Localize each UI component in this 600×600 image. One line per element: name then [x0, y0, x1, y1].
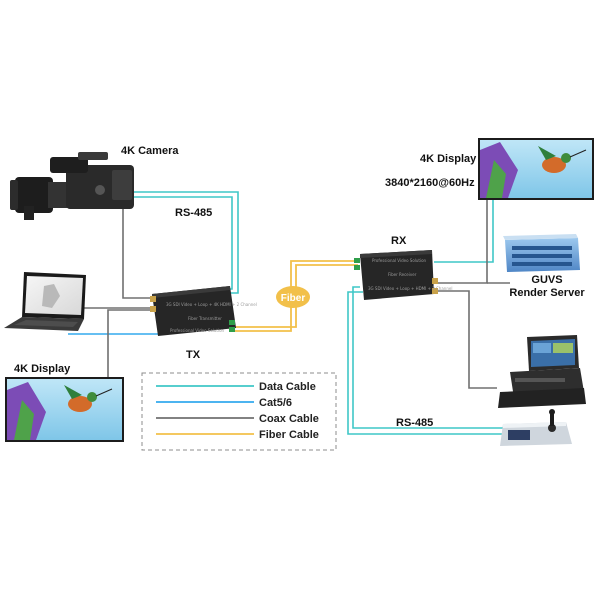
rs485-top-label: RS-485 [175, 207, 212, 219]
rs485-bottom-label: RS-485 [396, 417, 433, 429]
legend: Data Cable Cat5/6 Coax Cable Fiber Cable [156, 381, 319, 441]
tx-transmitter: 3G SDI Video + Loop + 4K HDMI + 2 Channe… [150, 286, 257, 336]
display-right-image [478, 138, 594, 200]
rx-receiver: Professional Video Solution Fiber Receiv… [354, 250, 452, 300]
camera-label: 4K Camera [121, 145, 179, 157]
legend-item: Data Cable [156, 381, 316, 393]
rx-display-coax-cable [434, 200, 488, 284]
legend-label-data: Data Cable [259, 381, 316, 393]
display-left-label: 4K Display [14, 363, 71, 375]
ptz-controller-icon [500, 409, 572, 446]
fiber-badge [276, 286, 310, 308]
switcher-console-icon [498, 335, 586, 408]
legend-item: Fiber Cable [156, 429, 319, 441]
tx-device-name: Fiber Transmitter [188, 316, 222, 321]
rx-device-brand: Professional Video Solution [372, 258, 427, 263]
rx-device-name: Fiber Receiver [388, 272, 417, 277]
laptop-tx-cat-cable [68, 324, 161, 335]
legend-label-coax: Coax Cable [259, 413, 319, 425]
display-left-image [5, 377, 124, 442]
camera-icon [10, 152, 134, 220]
tx-device-brand: Professional Video Solution [170, 328, 225, 333]
server-label-line1: GUVS [531, 274, 562, 286]
display-right-resolution: 3840*2160@60Hz [385, 177, 475, 189]
server-icon [503, 234, 580, 272]
rx-switcher-coax-cable [434, 290, 497, 389]
tx-label: TX [186, 349, 201, 361]
legend-item: Coax Cable [156, 413, 319, 425]
server-label-line2: Render Server [509, 287, 585, 299]
tx-device-title: 3G SDI Video + Loop + 4K HDMI + 2 Channe… [166, 302, 257, 307]
display-right-label: 4K Display [420, 153, 477, 165]
fiber-badge-label: Fiber [281, 293, 306, 304]
laptop-icon [4, 272, 86, 331]
rx-label: RX [391, 235, 407, 247]
camera-tx-coax-cable [122, 205, 156, 299]
legend-item: Cat5/6 [156, 397, 292, 409]
legend-label-cat: Cat5/6 [259, 397, 292, 409]
rx-device-title: 3G SDI Video + Loop + HDMI + 2 Channel [368, 286, 452, 291]
tx-display-coax-cable [107, 309, 166, 380]
rx-display-data-cable [434, 200, 494, 263]
legend-label-fiber: Fiber Cable [259, 429, 319, 441]
rx-controller-data-cable [347, 286, 503, 435]
